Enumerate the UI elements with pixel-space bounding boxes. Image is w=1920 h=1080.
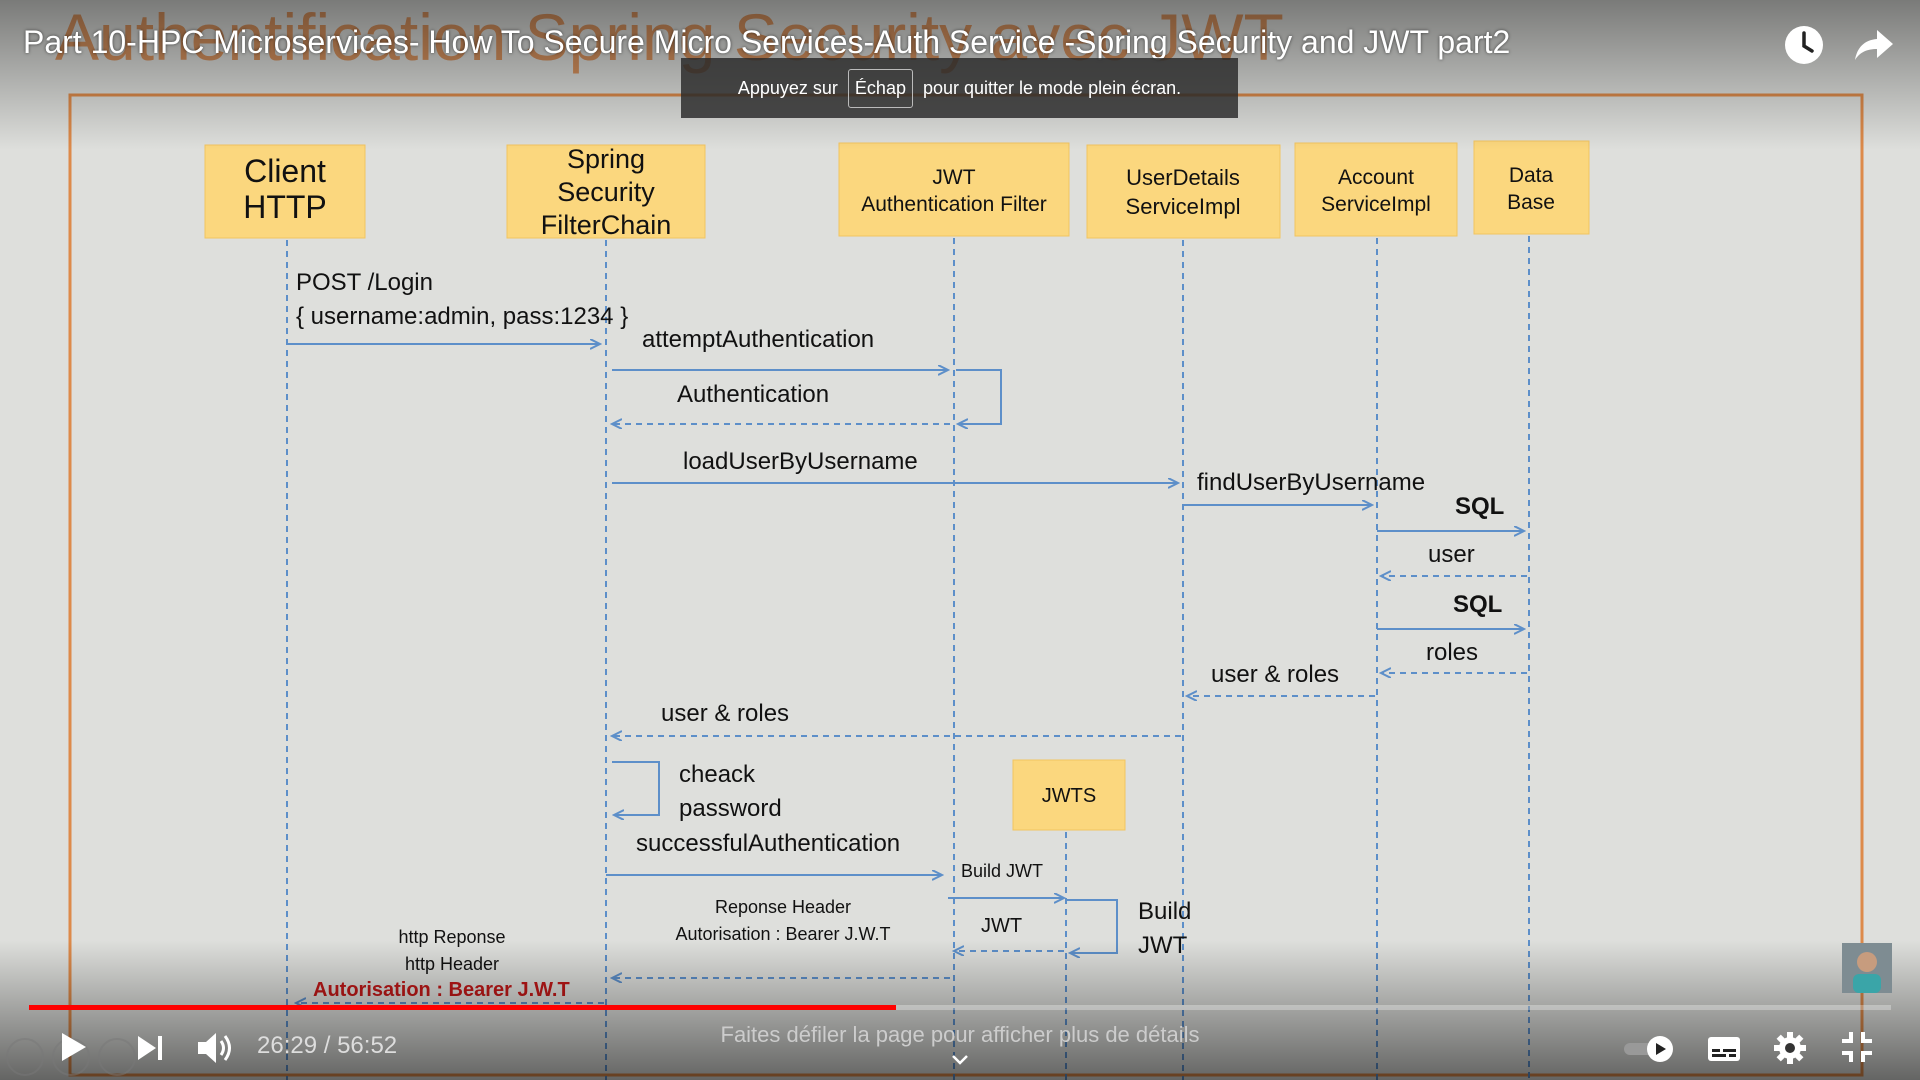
participant-jwts-label: JWTS <box>1042 785 1096 807</box>
msg-roles: roles <box>1426 639 1478 666</box>
msg-successful-auth: successfulAuthentication <box>636 830 900 857</box>
participant-filterchain-box <box>506 144 706 239</box>
notice-prefix: Appuyez sur <box>737 77 838 98</box>
participant-jwtfilter-label-line: Authentication Filter <box>861 193 1047 216</box>
participant-jwtfilter-box <box>838 142 1070 237</box>
participant-userdetails-label-line: UserDetails <box>1126 165 1240 190</box>
time-total: 56:52 <box>337 1032 398 1059</box>
msg-attempt-auth: attemptAuthentication <box>642 326 874 353</box>
participant-account-box <box>1294 142 1458 237</box>
participant-database-label-line: Data <box>1509 164 1554 187</box>
progress-played <box>29 1005 897 1010</box>
msg-load-user: loadUserByUsername <box>683 448 918 475</box>
participant-filterchain-label-line: Spring <box>567 144 645 174</box>
msg-authentication: Authentication <box>677 381 829 408</box>
participant-jwtfilter-label-line: JWT <box>932 166 975 189</box>
notice-suffix: pour quitter le mode plein écran. <box>922 77 1182 98</box>
msg-post-login: POST /Login <box>296 269 433 296</box>
participant-account-label-line: ServiceImpl <box>1321 193 1431 216</box>
msg-response-header-line: Autorisation : Bearer J.W.T <box>675 924 890 944</box>
msg-check-password: cheack password <box>679 761 782 822</box>
autoplay-toggle-icon[interactable] <box>1622 1034 1678 1064</box>
ghost-control-icon <box>6 1038 44 1076</box>
msg-user: user <box>1428 541 1475 568</box>
msg-authorization-bearer: Autorisation : Bearer J.W.T <box>313 979 570 1001</box>
participant-filterchain-label-line: Security <box>557 177 655 207</box>
presenter-thumbnail <box>1842 943 1892 993</box>
participant-filterchain-label-line: FilterChain <box>541 210 672 240</box>
scroll-hint[interactable]: Faites défiler la page pour afficher plu… <box>720 1022 1200 1047</box>
clock-icon[interactable] <box>1781 22 1827 68</box>
arrow-check-password <box>612 761 660 815</box>
msg-check-password-line: cheack <box>679 761 756 788</box>
participant-userdetails-label-line: ServiceImpl <box>1126 194 1241 219</box>
msg-user-roles-2: user & roles <box>661 700 789 727</box>
ghost-control-icon <box>98 1038 136 1076</box>
participant-jwtfilter-label: JWT Authentication Filter <box>861 166 1047 216</box>
next-icon[interactable] <box>136 1034 166 1062</box>
msg-credentials: { username:admin, pass:1234 } <box>296 303 628 330</box>
msg-http-response-line: http Reponse <box>398 927 505 947</box>
video-title[interactable]: Part 10-HPC Microservices- How To Secure… <box>23 24 1511 60</box>
settings-gear-icon[interactable] <box>1772 1030 1808 1066</box>
escape-key-hint: Échap <box>847 68 913 108</box>
subtitles-icon[interactable] <box>1706 1034 1742 1064</box>
participant-client-label-line: Client <box>244 153 326 189</box>
exit-fullscreen-icon[interactable] <box>1840 1030 1874 1064</box>
msg-build-jwt-call: Build JWT <box>961 861 1043 881</box>
arrow-self-auth <box>956 369 1002 424</box>
volume-icon[interactable] <box>196 1030 236 1066</box>
participant-database-box <box>1473 140 1590 235</box>
fullscreen-exit-notice: Appuyez sur Échap pour quitter le mode p… <box>681 58 1238 118</box>
msg-find-user: findUserByUsername <box>1197 469 1425 496</box>
msg-response-header-line: Reponse Header <box>715 897 851 917</box>
msg-sql-2: SQL <box>1453 591 1502 618</box>
participant-userdetails-box <box>1086 144 1281 239</box>
time-display: 26:29 / 56:52 <box>257 1032 397 1060</box>
time-separator: / <box>323 1032 331 1059</box>
msg-build-jwt-self-line: JWT <box>1138 932 1188 959</box>
participant-account-label-line: Account <box>1338 166 1414 189</box>
avatar <box>1842 943 1892 993</box>
participant-jwts-box <box>1012 759 1126 831</box>
msg-jwt-return: JWT <box>981 915 1022 937</box>
play-icon[interactable] <box>56 1030 90 1064</box>
msg-user-roles-1: user & roles <box>1211 661 1339 688</box>
participant-jwts-label-line: JWTS <box>1042 785 1096 807</box>
msg-http-response-line: http Header <box>405 954 499 974</box>
msg-build-jwt-self-line: Build <box>1138 898 1191 925</box>
share-arrow-icon[interactable] <box>1851 22 1897 68</box>
msg-check-password-line: password <box>679 795 782 822</box>
participant-database-label-line: Base <box>1507 191 1555 214</box>
progress-bar[interactable] <box>29 1005 1891 1010</box>
participant-client-label-line: HTTP <box>243 189 327 225</box>
time-current: 26:29 <box>257 1032 318 1059</box>
participant-client-box <box>204 144 366 239</box>
msg-sql-1: SQL <box>1455 493 1504 520</box>
chevron-down-icon[interactable] <box>950 1053 970 1067</box>
